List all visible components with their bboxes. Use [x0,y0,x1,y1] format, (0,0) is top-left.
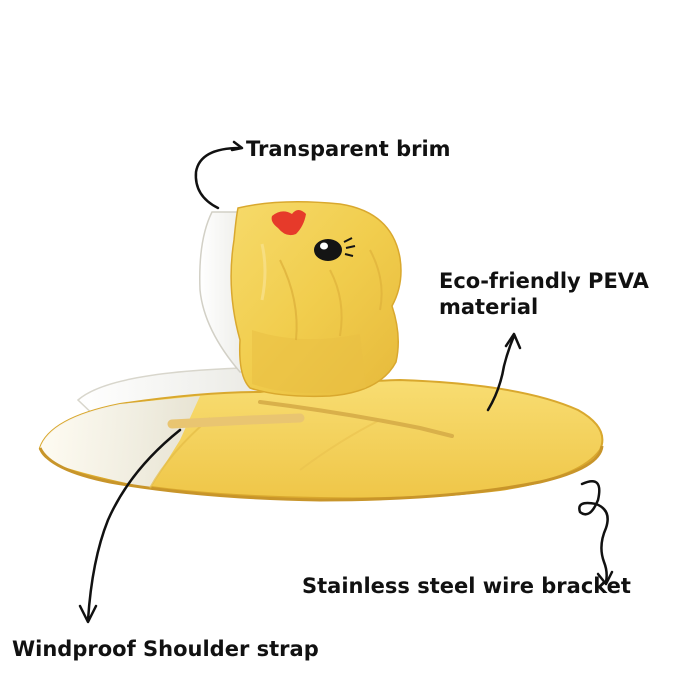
red-comb [271,210,306,236]
duck-eye [314,237,356,261]
callout-peva-material: Eco-friendly PEVA material [439,268,649,320]
duck-hood [199,201,402,398]
callout-peva-line1: Eco-friendly PEVA [439,269,649,293]
arrow-strap [86,428,182,622]
callout-arrows [78,140,614,624]
arrow-brim [194,146,242,210]
callout-transparent-brim: Transparent brim [246,137,451,161]
arrow-bracket [578,480,609,584]
shoulder-strap [167,400,454,438]
callout-shoulder-strap: Windproof Shoulder strap [12,637,319,661]
arrow-material [486,334,516,412]
callout-peva-line2: material [439,295,539,319]
raincoat-cape [38,367,604,502]
callout-wire-bracket: Stainless steel wire bracket [302,574,631,598]
